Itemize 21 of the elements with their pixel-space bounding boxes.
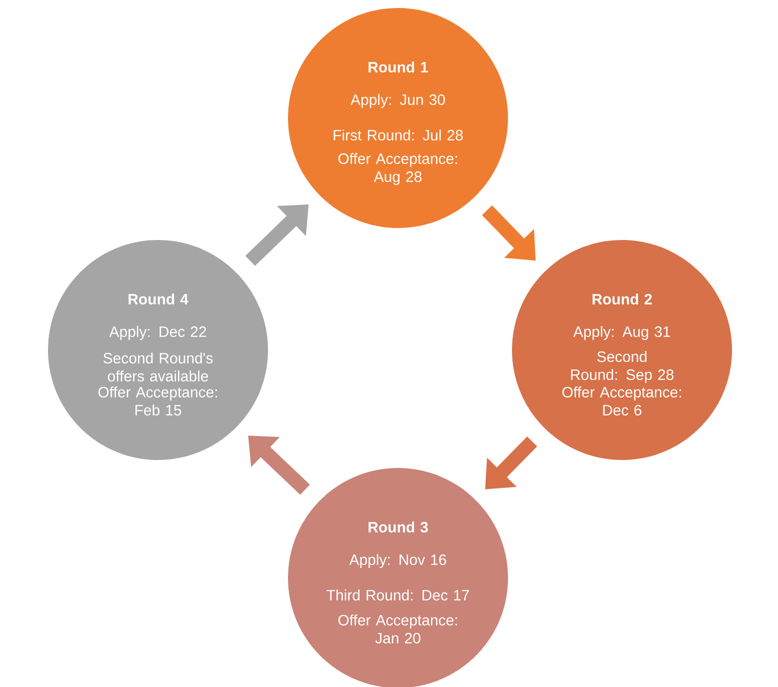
date-text: Offer Acceptance: Dec 6: [562, 386, 681, 416]
arrow: [485, 436, 538, 490]
date-text: Offer Acceptance: Jan 20: [338, 614, 457, 644]
date-text: Apply: Dec 22: [109, 326, 206, 340]
date-text: Second Round's offers available: [103, 352, 213, 382]
date-text: Apply: Aug 31: [573, 326, 670, 340]
date-text: Apply: Nov 16: [349, 554, 446, 568]
round-heading: Round 4: [128, 294, 188, 304]
round-circle: [288, 8, 508, 228]
round-heading: Round 3: [368, 521, 428, 533]
date-text: Third Round: Dec 17: [326, 589, 469, 600]
round-circle: [48, 240, 268, 460]
date-text: Apply: Jun 30: [350, 94, 445, 108]
arrow: [248, 436, 310, 495]
round-heading: Round 2: [592, 294, 652, 304]
date-text: Offer Acceptance: Aug 28: [338, 153, 457, 185]
round-heading: Round 1: [368, 62, 428, 72]
date-text: Second Round: Sep 28: [571, 351, 674, 383]
date-text: Offer Acceptance: Feb 15: [98, 386, 217, 416]
date-text: First Round: Jul 28: [334, 130, 463, 140]
round-circle: [512, 240, 732, 460]
